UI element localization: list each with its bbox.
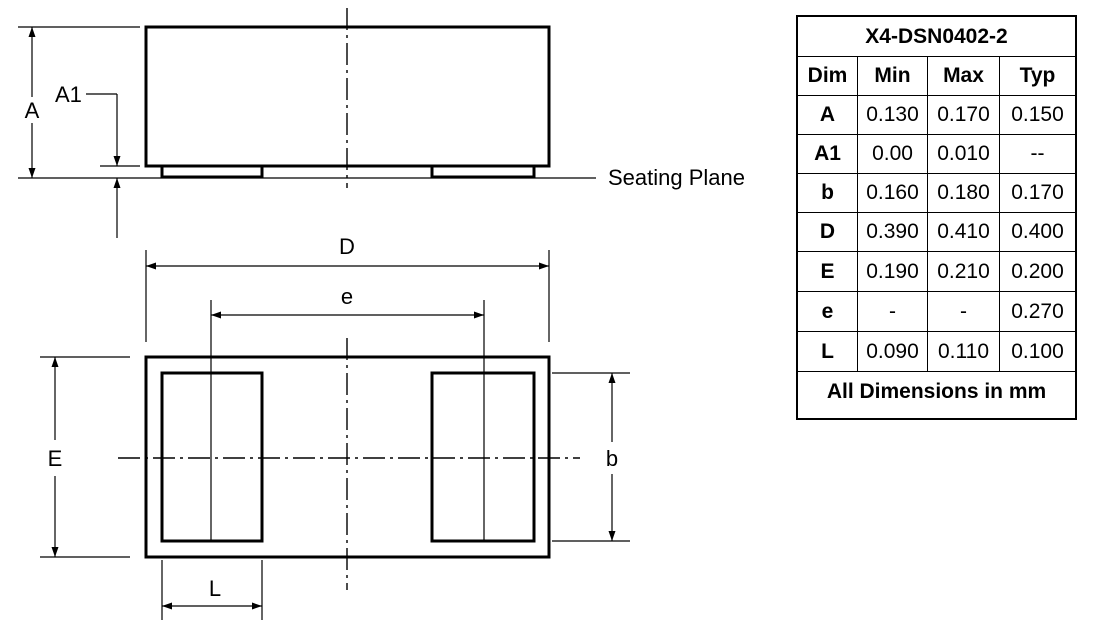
side-view-left-pad	[160, 164, 264, 179]
dim-E-label: E	[48, 446, 63, 471]
table-cell: 0.150	[1000, 96, 1075, 135]
table-cell: 0.270	[1000, 292, 1075, 332]
top-view-left-pad	[160, 371, 264, 543]
top-view	[40, 250, 630, 620]
table-cell: -	[928, 292, 1000, 332]
table-header-0: Dim	[798, 57, 858, 96]
table-title: X4-DSN0402-2	[798, 17, 1075, 57]
table-cell: 0.00	[858, 135, 928, 174]
table-cell: 0.180	[928, 174, 1000, 213]
table-row-dim: A1	[798, 135, 858, 174]
table-row-dim: A	[798, 96, 858, 135]
top-view-right-pad	[430, 371, 536, 543]
table-cell: 0.170	[928, 96, 1000, 135]
table-cell: 0.110	[928, 332, 1000, 372]
dim-b-label: b	[606, 446, 618, 471]
table-cell: 0.200	[1000, 252, 1075, 292]
table-cell: 0.130	[858, 96, 928, 135]
table-row-dim: E	[798, 252, 858, 292]
table-footer: All Dimensions in mm	[826, 380, 1047, 403]
dim-A-label: A	[25, 98, 40, 123]
table-cell: 0.210	[928, 252, 1000, 292]
table-row-dim: D	[798, 213, 858, 252]
side-view	[18, 8, 596, 238]
table-row-dim: b	[798, 174, 858, 213]
dim-A1-label: A1	[55, 82, 82, 107]
table-cell: 0.090	[858, 332, 928, 372]
table-cell: -	[858, 292, 928, 332]
dim-D-label: D	[339, 234, 355, 259]
table-cell: 0.010	[928, 135, 1000, 174]
seating-plane-label: Seating Plane	[608, 165, 745, 190]
table-row-dim: e	[798, 292, 858, 332]
table-header-2: Max	[928, 57, 1000, 96]
table-cell: 0.410	[928, 213, 1000, 252]
table-cell: 0.160	[858, 174, 928, 213]
table-cell: 0.100	[1000, 332, 1075, 372]
table-header-3: Typ	[1000, 57, 1075, 96]
dim-e-label: e	[341, 284, 353, 309]
table-cell: 0.390	[858, 213, 928, 252]
table-cell: 0.190	[858, 252, 928, 292]
table-cell: 0.170	[1000, 174, 1075, 213]
table-header-1: Min	[858, 57, 928, 96]
dim-L-label: L	[209, 576, 221, 601]
table-row-dim: L	[798, 332, 858, 372]
side-view-right-pad	[430, 164, 536, 179]
table-cell: 0.400	[1000, 213, 1075, 252]
table-cell: --	[1000, 135, 1075, 174]
